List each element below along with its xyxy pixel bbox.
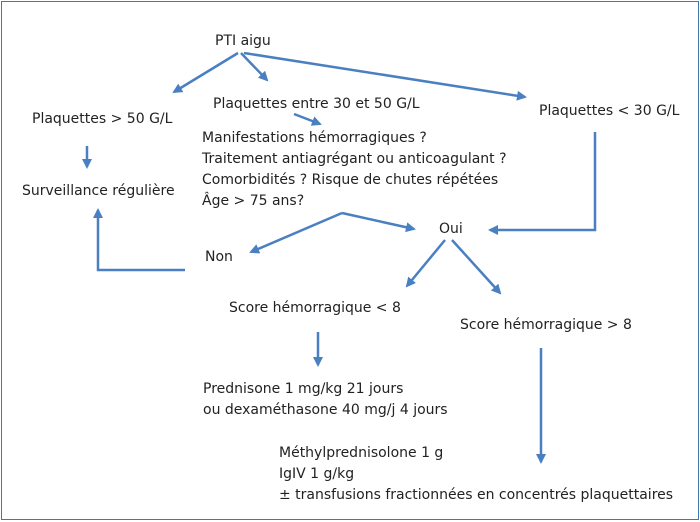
node-score-lt-8: Score hémorragique < 8: [229, 300, 401, 316]
treatment-gt8-line-1: Méthylprednisolone 1 g: [279, 445, 444, 461]
arrow-root-to-lt30: [243, 51, 527, 101]
node-oui: Oui: [439, 221, 463, 237]
node-non: Non: [205, 249, 233, 265]
node-pti-aigu: PTI aigu: [215, 33, 271, 49]
question-hemorrhagic: Manifestations hémorragiques ?: [202, 130, 427, 146]
node-plaquettes-lt-30: Plaquettes < 30 G/L: [539, 103, 680, 119]
question-antiplatelet: Traitement antiagrégant ou anticoagulant…: [202, 151, 507, 167]
arrow-oui-to-score-lt8: [405, 239, 446, 288]
treatment-lt8-line-2: ou dexaméthasone 40 mg/j 4 jours: [203, 402, 448, 418]
treatment-gt8-line-3: ± transfusions fractionnées en concentré…: [279, 487, 674, 503]
arrow-non-to-surveillance: [93, 208, 185, 272]
treatment-gt8-line-2: IgIV 1 g/kg: [279, 466, 355, 482]
question-comorbidities: Comorbidités ? Risque de chutes répétées: [202, 172, 499, 188]
arrow-root-to-gt50: [172, 51, 239, 94]
arrow-questions-to-oui: [341, 211, 416, 233]
arrow-mid-to-questions: [293, 112, 322, 126]
arrow-questions-to-non: [249, 211, 343, 254]
treatment-lt8-line-1: Prednisone 1 mg/kg 21 jours: [203, 381, 404, 397]
arrow-oui-to-score-gt8: [451, 239, 502, 295]
node-score-gt-8: Score hémorragique > 8: [460, 317, 632, 333]
node-surveillance: Surveillance régulière: [22, 183, 175, 199]
node-plaquettes-30-50: Plaquettes entre 30 et 50 G/L: [213, 96, 420, 112]
question-age: Âge > 75 ans?: [202, 193, 305, 209]
arrow-lt30-to-oui: [488, 132, 597, 235]
node-plaquettes-gt-50: Plaquettes > 50 G/L: [32, 111, 173, 127]
arrow-root-to-mid: [240, 52, 269, 82]
